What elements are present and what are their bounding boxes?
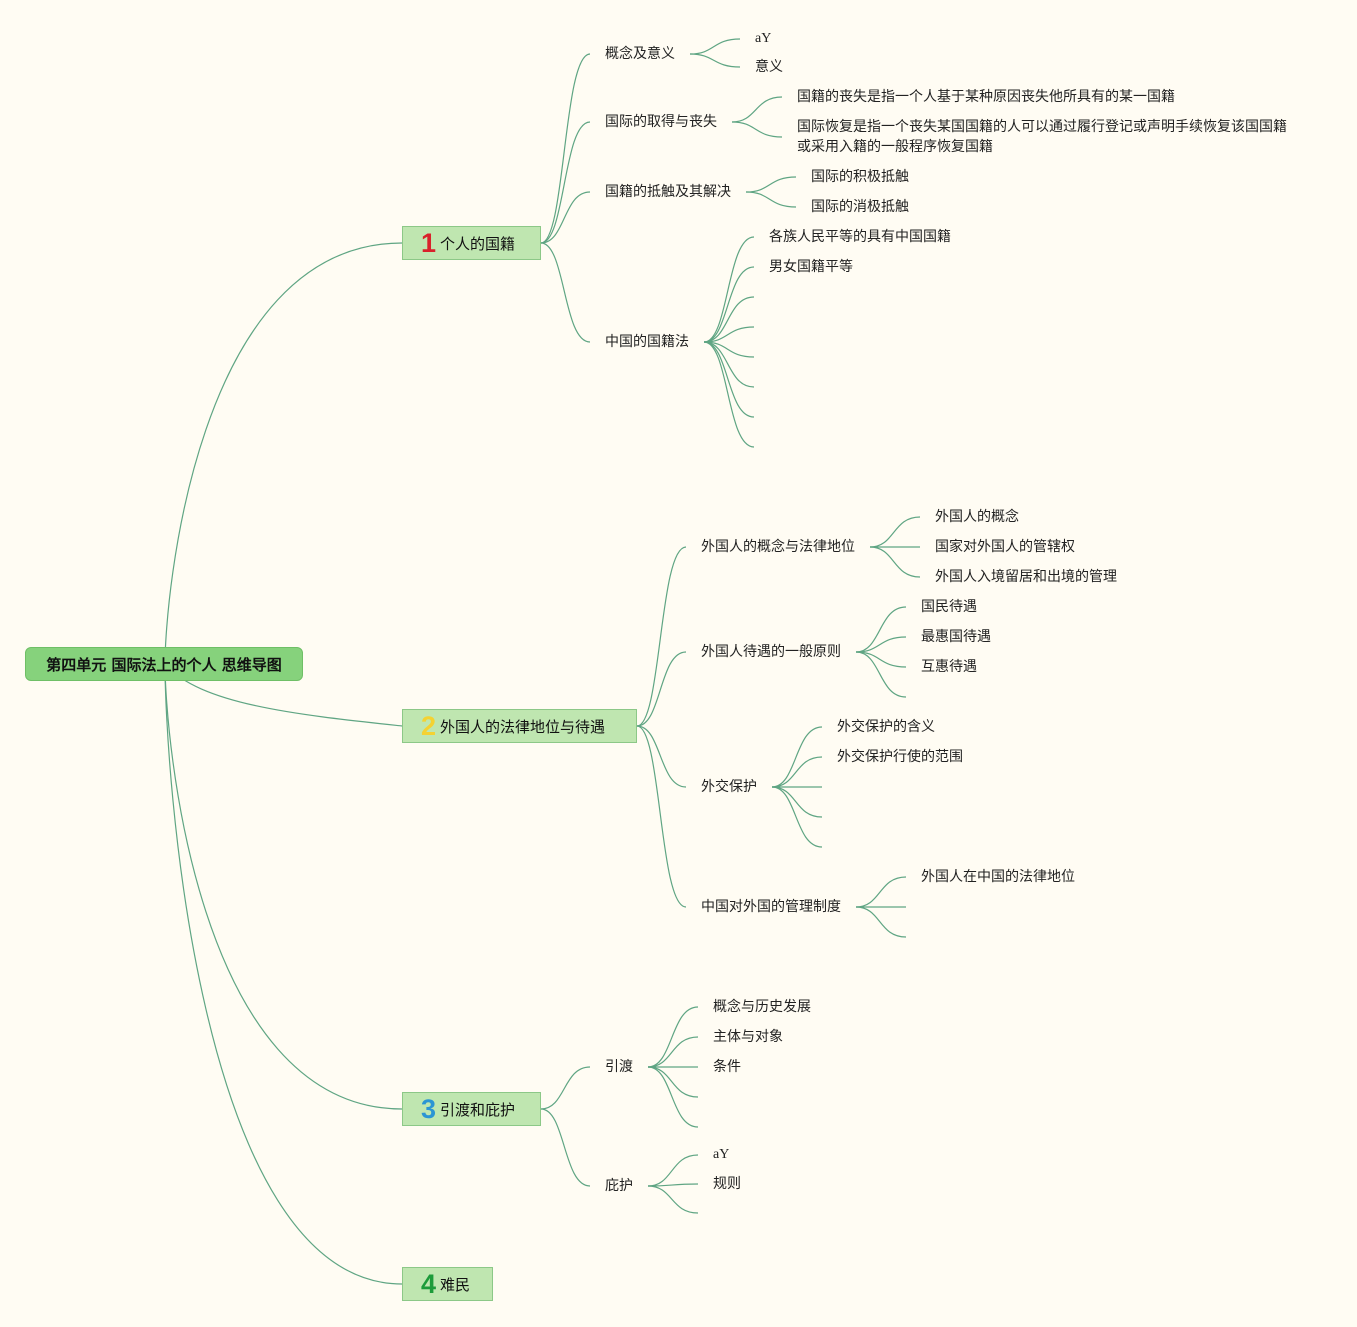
branch1-connector-1	[540, 121, 591, 244]
root-connector-4	[164, 663, 403, 1285]
branch-3-number: 3	[421, 1094, 437, 1124]
extradition-connector-4	[647, 1066, 699, 1128]
chinalaw-connector-5	[703, 341, 755, 388]
concept-connector-0	[689, 38, 741, 55]
leaf-entry-exit[interactable]: 外国人入境留居和出境的管理	[935, 569, 1117, 585]
branch1-connector-0	[540, 53, 591, 244]
subtopic-concept-meaning[interactable]: 概念及意义	[605, 46, 675, 62]
treatment-connector-1	[855, 636, 907, 653]
branch-2-number: 2	[421, 711, 437, 741]
subtopic-china-nationality-law[interactable]: 中国的国籍法	[605, 334, 689, 350]
conflict-connector-0	[745, 176, 797, 193]
branch-4-number: 4	[421, 1269, 437, 1299]
branch-1-node[interactable]: 1 个人的国籍	[402, 226, 541, 260]
branch2-connector-1	[636, 651, 687, 727]
chinalaw-connector-1	[703, 266, 755, 343]
leaf-alien-concept[interactable]: 外国人的概念	[935, 509, 1019, 525]
branch-1-number: 1	[421, 228, 437, 258]
extradition-connector-0	[647, 1006, 699, 1068]
chinalaw-connector-2	[703, 296, 755, 343]
diplomatic-connector-0	[771, 726, 823, 788]
asylum-connector-2	[647, 1185, 699, 1214]
leaf-jurisdiction[interactable]: 国家对外国人的管辖权	[935, 539, 1075, 555]
branch-2-label: 外国人的法律地位与待遇	[440, 717, 606, 736]
chinalaw-connector-6	[703, 341, 755, 418]
leaf-extradition-history[interactable]: 概念与历史发展	[713, 999, 811, 1015]
branch1-connector-3	[540, 242, 591, 343]
leaf-extradition-subject[interactable]: 主体与对象	[713, 1029, 783, 1045]
leaf-reciprocal-treatment[interactable]: 互惠待遇	[921, 659, 977, 675]
root-node[interactable]: 第四单元 国际法上的个人 思维导图	[25, 647, 303, 681]
diplomatic-connector-1	[771, 756, 823, 788]
leaf-asylum-rules[interactable]: 规则	[713, 1176, 741, 1192]
treatment-connector-0	[855, 606, 907, 653]
leaf-ethnic-equality[interactable]: 各族人民平等的具有中国国籍	[769, 229, 951, 245]
treatment-connector-3	[855, 651, 907, 698]
concept-connector-1	[689, 53, 741, 68]
extradition-connector-1	[647, 1036, 699, 1068]
subtopic-acquire-lose[interactable]: 国际的取得与丧失	[605, 114, 717, 130]
subtopic-alien-concept-status[interactable]: 外国人的概念与法律地位	[701, 539, 855, 555]
acquire-connector-1	[731, 121, 783, 138]
management-connector-2	[855, 906, 907, 938]
branch1-connector-2	[540, 191, 591, 244]
subtopic-conflict[interactable]: 国籍的抵触及其解决	[605, 184, 731, 200]
subtopic-china-management[interactable]: 中国对外国的管理制度	[701, 899, 841, 915]
extradition-connector-3	[647, 1066, 699, 1098]
acquire-connector-0	[731, 96, 783, 123]
subtopic-asylum[interactable]: 庇护	[605, 1178, 633, 1194]
branch3-connector-1	[540, 1108, 591, 1187]
leaf-extradition-conditions[interactable]: 条件	[713, 1059, 741, 1075]
chinalaw-connector-0	[703, 236, 755, 343]
branch-2-node[interactable]: 2 外国人的法律地位与待遇	[402, 709, 637, 743]
leaf-protection-meaning[interactable]: 外交保护的含义	[837, 719, 935, 735]
leaf-meaning[interactable]: 意义	[755, 59, 783, 75]
diplomatic-connector-3	[771, 786, 823, 818]
subtopic-extradition[interactable]: 引渡	[605, 1059, 633, 1075]
leaf-restore-definition[interactable]: 国际恢复是指一个丧失某国国籍的人可以通过履行登记或声明手续恢复该国国籍或采用入籍…	[797, 119, 1287, 155]
chinalaw-connector-4	[703, 341, 755, 358]
root-connector-3	[164, 663, 403, 1110]
leaf-asylum-ay[interactable]: aY	[713, 1147, 730, 1162]
branch-4-label: 难民	[440, 1275, 471, 1294]
management-connector-0	[855, 876, 907, 908]
alien-connector-2	[869, 546, 921, 578]
leaf-positive-conflict[interactable]: 国际的积极抵触	[811, 169, 909, 185]
leaf-loss-definition[interactable]: 国籍的丧失是指一个人基于某种原因丧失他所具有的某一国籍	[797, 89, 1175, 105]
chinalaw-connector-7	[703, 341, 755, 448]
branch-1-label: 个人的国籍	[440, 234, 516, 253]
chinalaw-connector-3	[703, 326, 755, 343]
alien-connector-0	[869, 516, 921, 548]
branch2-connector-3	[636, 725, 687, 908]
leaf-protection-scope[interactable]: 外交保护行使的范围	[837, 749, 963, 765]
branch-3-node[interactable]: 3 引渡和庇护	[402, 1092, 541, 1126]
treatment-connector-2	[855, 651, 907, 668]
leaf-mfn-treatment[interactable]: 最惠国待遇	[921, 629, 991, 645]
subtopic-diplomatic-protection[interactable]: 外交保护	[701, 779, 757, 795]
diplomatic-connector-4	[771, 786, 823, 848]
leaf-national-treatment[interactable]: 国民待遇	[921, 599, 977, 615]
branch2-connector-0	[636, 546, 687, 727]
branch-4-node[interactable]: 4 难民	[402, 1267, 493, 1301]
branch-3-label: 引渡和庇护	[440, 1100, 516, 1119]
leaf-alien-status-china[interactable]: 外国人在中国的法律地位	[921, 869, 1075, 885]
leaf-gender-equality[interactable]: 男女国籍平等	[769, 259, 853, 275]
asylum-connector-0	[647, 1154, 699, 1187]
conflict-connector-1	[745, 191, 797, 208]
branch2-connector-2	[636, 725, 687, 788]
root-connector-1	[164, 242, 403, 665]
leaf-negative-conflict[interactable]: 国际的消极抵触	[811, 199, 909, 215]
leaf-ay[interactable]: aY	[755, 31, 772, 46]
branch3-connector-0	[540, 1066, 591, 1110]
subtopic-treatment-principles[interactable]: 外国人待遇的一般原则	[701, 644, 841, 660]
